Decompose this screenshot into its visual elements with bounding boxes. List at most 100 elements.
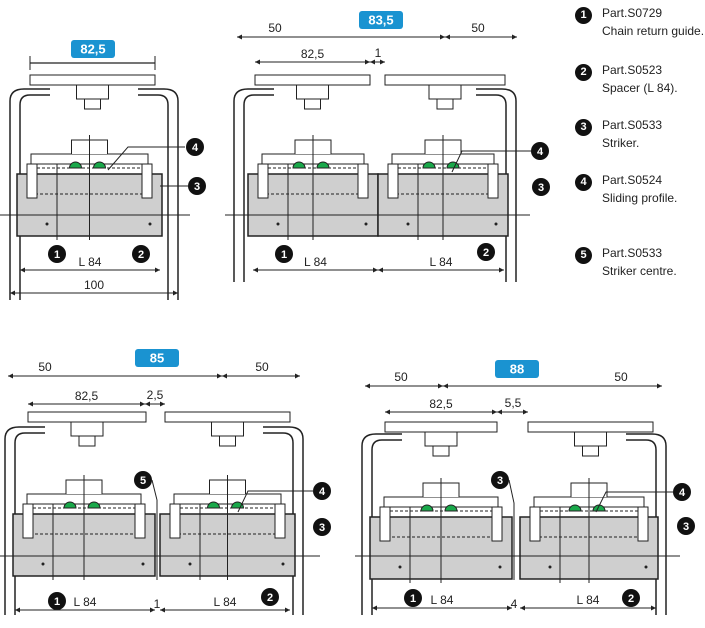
roller-green [63,501,77,509]
arrow-head [523,409,528,415]
arrow-head [385,409,390,415]
dimension-label: 82,5 [429,397,453,411]
callout-circle [491,471,509,489]
arrow-head [160,607,165,613]
badge-label: 88 [510,362,524,377]
frame-left [14,432,45,615]
chain-guide-left [27,411,147,447]
ref-dot [141,562,145,566]
guide-block [211,421,244,437]
dimension-module-length: L 84 [20,255,160,273]
callout-number: 2 [138,249,144,261]
arrow-head [497,409,502,415]
badge-box [359,11,403,29]
callout-circle [677,517,695,535]
leader-4 [595,491,673,513]
dimension-pitch: 82,5 [385,397,497,415]
callout-number: 4 [319,486,326,498]
arrow-head [285,607,290,613]
arrow-head [237,34,242,40]
callout-number: 2 [628,593,634,605]
guide-rail [384,74,506,86]
arrow-head [20,267,25,273]
callout-4-double-2: 4 [313,482,331,500]
dimension-label: L 84 [74,595,97,609]
guide-rail [384,421,498,433]
post [487,163,499,199]
guide-stem [78,435,96,447]
arrow-head [8,373,13,379]
roller-green [206,501,221,509]
dimension-pitch: 82,5 [255,47,370,65]
legend-description: Chain return guide. [602,24,705,38]
post [379,506,391,542]
callout-2-double-3: 2 [622,589,640,607]
chain-return-guide-single [29,74,156,110]
callout-1-double-3: 1 [404,589,422,607]
arrow-head [160,401,165,407]
dimension-label: 50 [614,370,628,384]
track-module-left [369,478,513,583]
callout-circle [134,471,152,489]
track-module-single [16,135,163,240]
ref-dot [494,222,498,226]
post [169,503,181,539]
callout-number: 1 [410,593,416,605]
roller-green [420,504,434,512]
frame-right-outer [263,426,304,615]
frame-left-outer [361,433,402,615]
arrow-head [373,267,378,273]
frame-left-outer [9,88,50,300]
badge-label: 85 [150,351,164,366]
track-module-right [519,478,659,583]
dimension-module-left: L 84 [15,595,155,613]
arrow-head [155,267,160,273]
callout-circle [48,245,66,263]
callout-2-double-1: 2 [477,243,495,261]
callout-circle [673,483,691,501]
ref-dot [41,562,45,566]
arrow-head [445,34,450,40]
frame-left [19,94,50,300]
frame-right [263,432,294,615]
frame-single [9,88,179,300]
leader-5 [151,479,158,580]
arrow-head [657,383,662,389]
guide-stem [219,435,236,447]
frame-double-1 [233,88,517,282]
legend-number-badge: 1 [575,7,592,24]
dimension-label: 2,5 [147,388,164,402]
guide-rail [254,74,371,86]
guide-block [76,84,109,100]
dimension-label: L 84 [577,593,600,607]
dimension-module-left: L 84 [372,593,512,611]
guide-block [428,84,462,100]
legend-description: Striker centre. [602,264,677,278]
callout-4-double-1: 4 [531,142,549,160]
roller-green [68,161,83,169]
dimension-label: 82,5 [75,389,99,403]
dimension-label: L 84 [79,255,102,269]
legend-part-code: Part.S0533 [602,118,663,132]
arrow-head [10,290,15,296]
arrow-head [370,59,375,65]
arrow-head [140,401,145,407]
frame-right-outer [138,88,179,300]
guide-rail [27,411,147,423]
dimension-label: L 84 [430,255,453,269]
callout-circle [275,245,293,263]
callout-number: 3 [194,181,200,193]
callout-circle [261,588,279,606]
frame-right-outer [476,88,517,282]
callout-number: 3 [683,521,689,533]
ref-dot [188,562,192,566]
arrow-head [499,267,504,273]
legend-number-badge: 5 [575,247,592,264]
dimension-label: 50 [38,360,52,374]
dimension-label: L 84 [431,593,454,607]
